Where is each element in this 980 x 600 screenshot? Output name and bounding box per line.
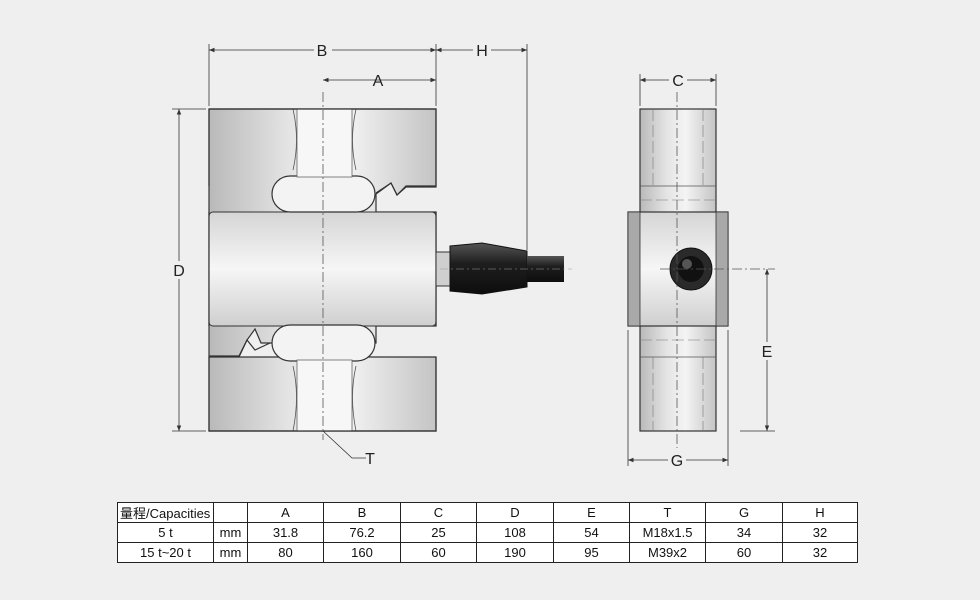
table-cell: 34 [705, 522, 783, 543]
label-c: C [672, 73, 684, 90]
side-view [627, 92, 775, 448]
table-cell: 95 [553, 542, 630, 563]
table-header-cell: B [323, 502, 401, 523]
table-cell: 60 [400, 542, 477, 563]
table-header-cell: T [629, 502, 706, 523]
table-cell: 60 [705, 542, 783, 563]
table-header-cell: C [400, 502, 477, 523]
table-row: 5 t mm 31.8 76.2 25 108 54 M18x1.5 34 32 [117, 522, 858, 543]
table-cell: 32 [782, 522, 858, 543]
table-header-cell: E [553, 502, 630, 523]
dimension-labels: B H A D T C E G [170, 42, 776, 470]
label-d: D [173, 263, 185, 280]
label-b: B [317, 43, 328, 60]
table-header-cell: D [476, 502, 554, 523]
load-cell-drawing: B H A D T C E G [170, 42, 776, 470]
table-cell: 5 t [117, 522, 214, 543]
label-a: A [373, 73, 384, 90]
table-cell: M18x1.5 [629, 522, 706, 543]
table-cell: 108 [476, 522, 554, 543]
table-header-cell [213, 502, 248, 523]
table-header-cell: 量程/Capacities [117, 502, 214, 523]
table-cell: 76.2 [323, 522, 401, 543]
cable-gland [435, 242, 572, 295]
table-cell: 32 [782, 542, 858, 563]
label-e: E [762, 344, 773, 361]
table-cell: 15 t~20 t [117, 542, 214, 563]
table-header-cell: A [247, 502, 324, 523]
spec-table: 量程/Capacities A B C D E T G H 5 t mm 31.… [117, 502, 858, 563]
label-h: H [476, 43, 488, 60]
table-cell: 160 [323, 542, 401, 563]
table-cell: 54 [553, 522, 630, 543]
table-cell: mm [213, 542, 248, 563]
table-row: 15 t~20 t mm 80 160 60 190 95 M39x2 60 3… [117, 542, 858, 563]
table-cell: M39x2 [629, 542, 706, 563]
front-view [208, 92, 437, 440]
table-cell: 80 [247, 542, 324, 563]
table-cell: 31.8 [247, 522, 324, 543]
table-cell: mm [213, 522, 248, 543]
label-g: G [671, 453, 683, 470]
table-header-cell: H [782, 502, 858, 523]
label-t: T [365, 451, 375, 468]
table-header-cell: G [705, 502, 783, 523]
table-cell: 25 [400, 522, 477, 543]
table-cell: 190 [476, 542, 554, 563]
table-header-row: 量程/Capacities A B C D E T G H [117, 502, 858, 523]
